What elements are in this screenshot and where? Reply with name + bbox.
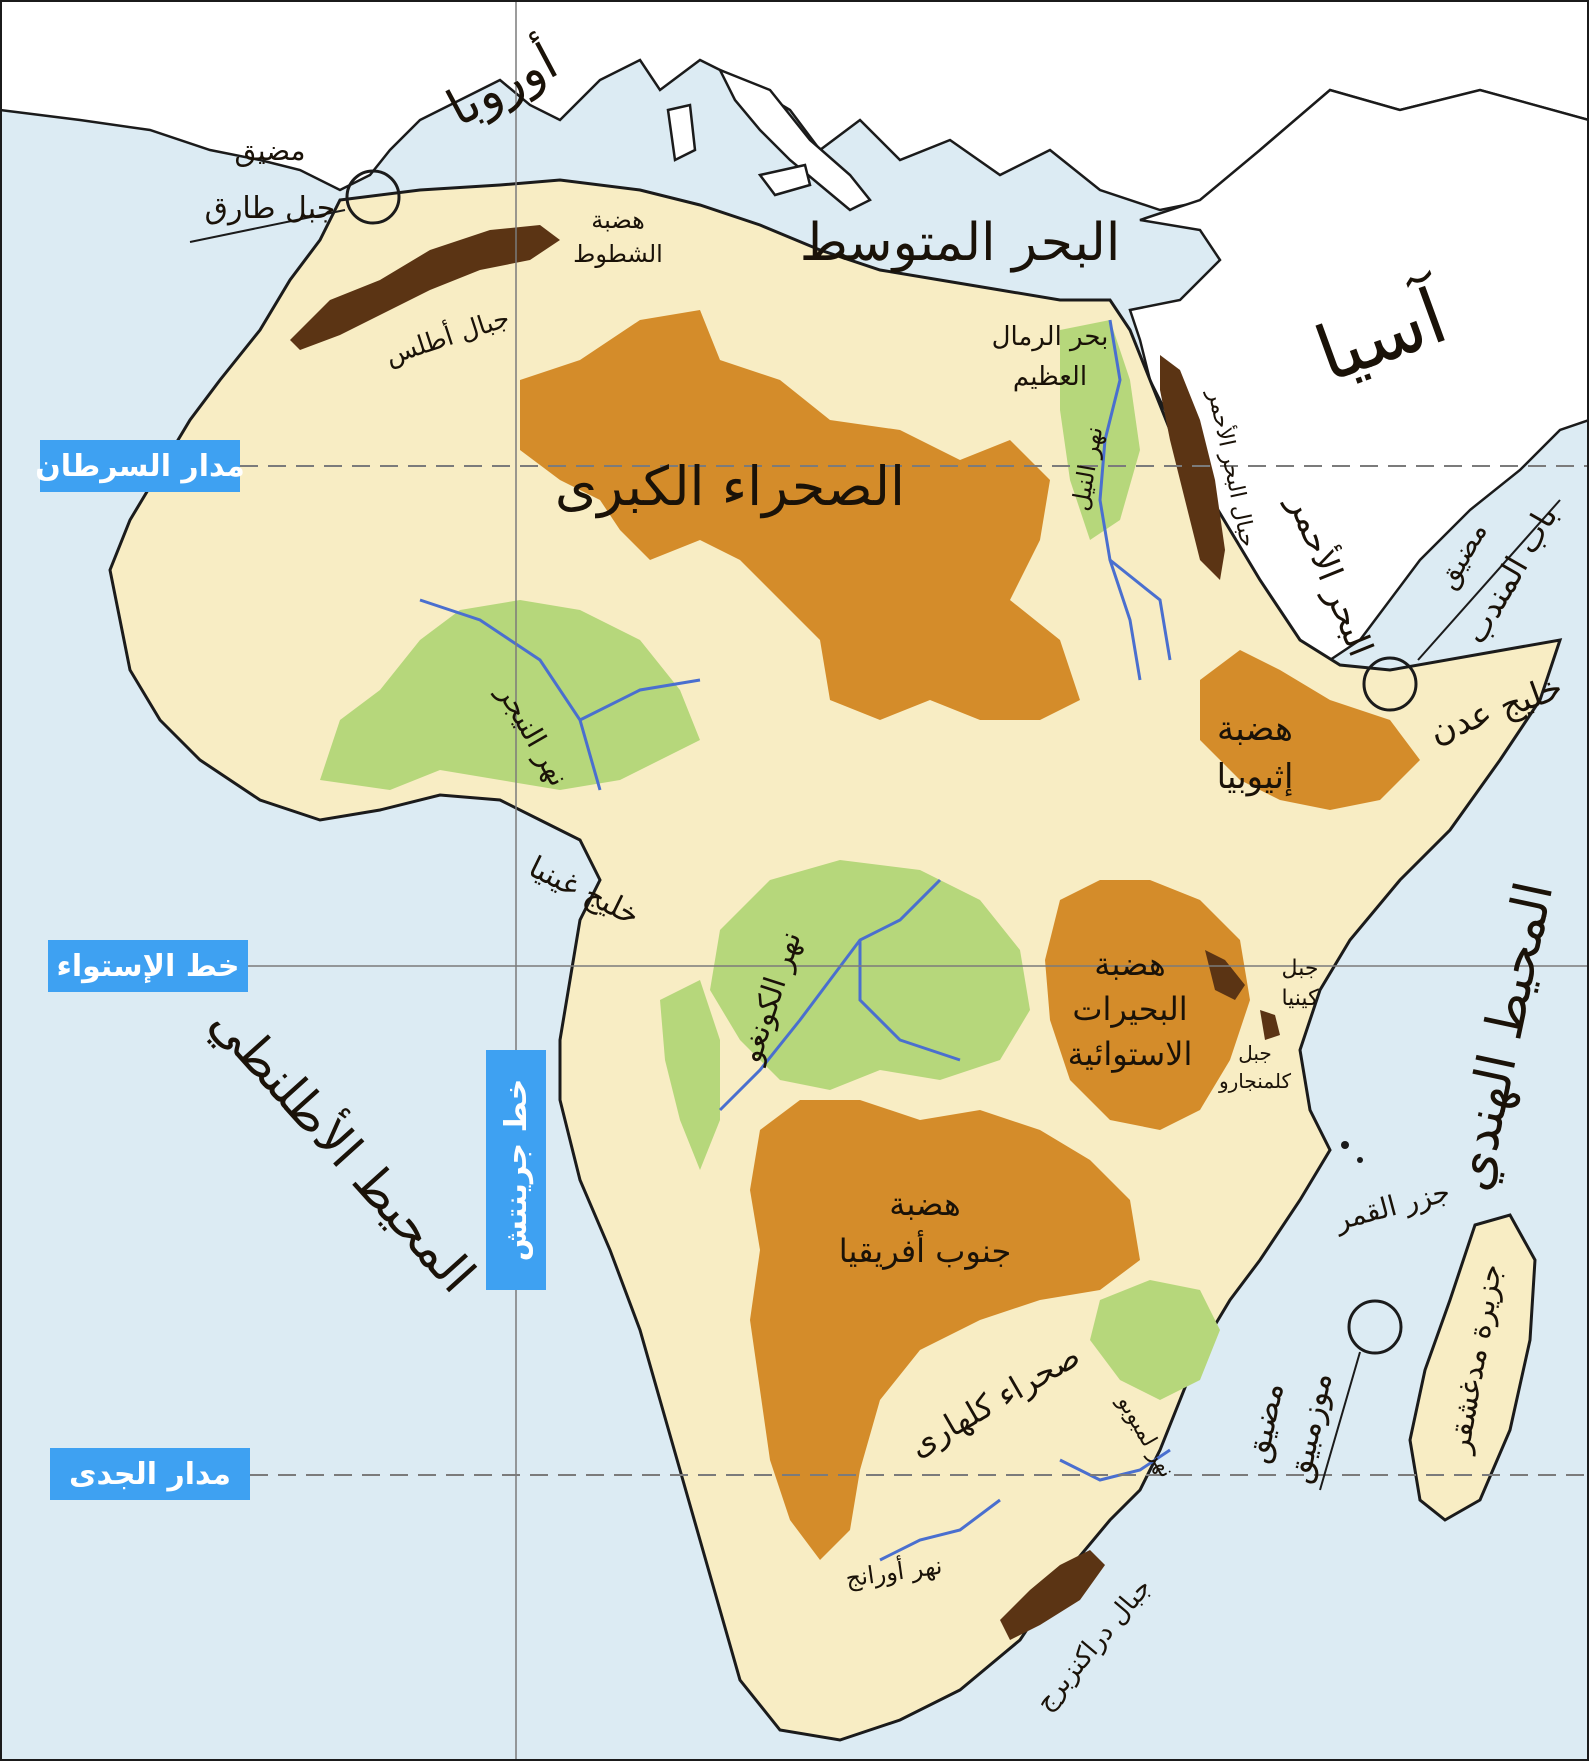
- comoros-island: [1357, 1157, 1363, 1163]
- sardinia-island: [666, 103, 697, 162]
- italy-peninsula: [717, 67, 872, 212]
- east-coast-lowland: [1090, 1280, 1220, 1400]
- gibraltar-strait-label-line1: مضيق: [234, 134, 305, 167]
- tropic-of-capricorn-label: مدار الجدى: [69, 1457, 231, 1492]
- mount-kilimanjaro-label-line1: جبل: [1238, 1041, 1272, 1065]
- drakensberg-mountains: [1000, 1550, 1105, 1640]
- mediterranean-sea-label: البحر المتوسط: [800, 213, 1121, 273]
- equator-band: [48, 940, 248, 992]
- greenwich-band: [486, 1050, 546, 1290]
- shotts-plateau-label-line2: الشطوط: [573, 240, 663, 268]
- equator-label: خط الإستواء: [57, 949, 240, 984]
- gibraltar-strait-marker: [345, 169, 401, 225]
- bab-el-mandeb-leader-line: [1417, 499, 1561, 661]
- ethiopia-plateau-label-line1: هضبة: [1217, 709, 1293, 749]
- southern-africa-plateau: [750, 1100, 1140, 1560]
- atlas-mountains: [290, 225, 560, 350]
- sicily-island: [757, 163, 812, 197]
- gibraltar-strait-label-line2: جبل طارق: [205, 191, 336, 226]
- sand-sea-label-line2: العظيم: [1013, 362, 1087, 392]
- lakes-plateau-label-line3: الاستوائية: [1068, 1035, 1193, 1073]
- mount-kenya: [1205, 950, 1245, 1000]
- nile-river: [1098, 319, 1142, 681]
- mount-kilimanjaro: [1260, 1010, 1280, 1040]
- tropic-of-cancer-label: مدار السرطان: [35, 449, 245, 484]
- greenwich-label: خط جرينتش: [499, 1079, 534, 1262]
- niger-river-branch: [579, 678, 701, 722]
- congo-river-branch: [858, 940, 961, 1062]
- lakes-plateau-label-line1: هضبة: [1094, 945, 1165, 983]
- red-sea-mountains: [1160, 355, 1225, 580]
- shotts-plateau-label-line1: هضبة: [591, 206, 645, 234]
- lakes-plateau-label-line2: البحيرات: [1072, 990, 1187, 1028]
- southern-plateau-label-line2: جنوب أفريقيا: [839, 1230, 1012, 1270]
- tropic-of-cancer-band: [40, 440, 240, 492]
- mozambique-strait-marker: [1347, 1299, 1403, 1355]
- ethiopia-plateau-label-line2: إثيوبيا: [1217, 757, 1294, 797]
- mount-kenya-label-line2: كينيا: [1281, 986, 1319, 1011]
- madagascar-island: [1408, 1213, 1537, 1522]
- mount-kilimanjaro-label-line2: كلمنجارو: [1218, 1069, 1292, 1093]
- rivers: [419, 319, 1172, 1562]
- ethiopia-plateau: [1200, 650, 1420, 810]
- mozambique-leader-line: [1319, 1351, 1361, 1491]
- niger-river: [419, 598, 602, 791]
- bab-el-mandeb-strait-marker: [1362, 656, 1418, 712]
- sand-sea-label-line1: بحر الرمال: [992, 322, 1109, 352]
- orange-river: [879, 1498, 1001, 1562]
- nile-river-branch: [1109, 558, 1172, 661]
- tropic-of-capricorn-band: [50, 1448, 250, 1500]
- comoros-island: [1341, 1141, 1349, 1149]
- niger-basin-lowland: [320, 600, 700, 790]
- gibraltar-leader-line: [189, 209, 346, 243]
- sahara-plateau: [520, 310, 1080, 720]
- west-coast-lowland: [660, 980, 720, 1170]
- congo-river: [718, 878, 942, 1112]
- sahara-label: الصحراء الكبرى: [555, 455, 905, 518]
- southern-plateau-label-line1: هضبة: [889, 1185, 960, 1223]
- mount-kenya-label-line1: جبل: [1282, 956, 1319, 981]
- equatorial-lakes-plateau: [1045, 880, 1250, 1130]
